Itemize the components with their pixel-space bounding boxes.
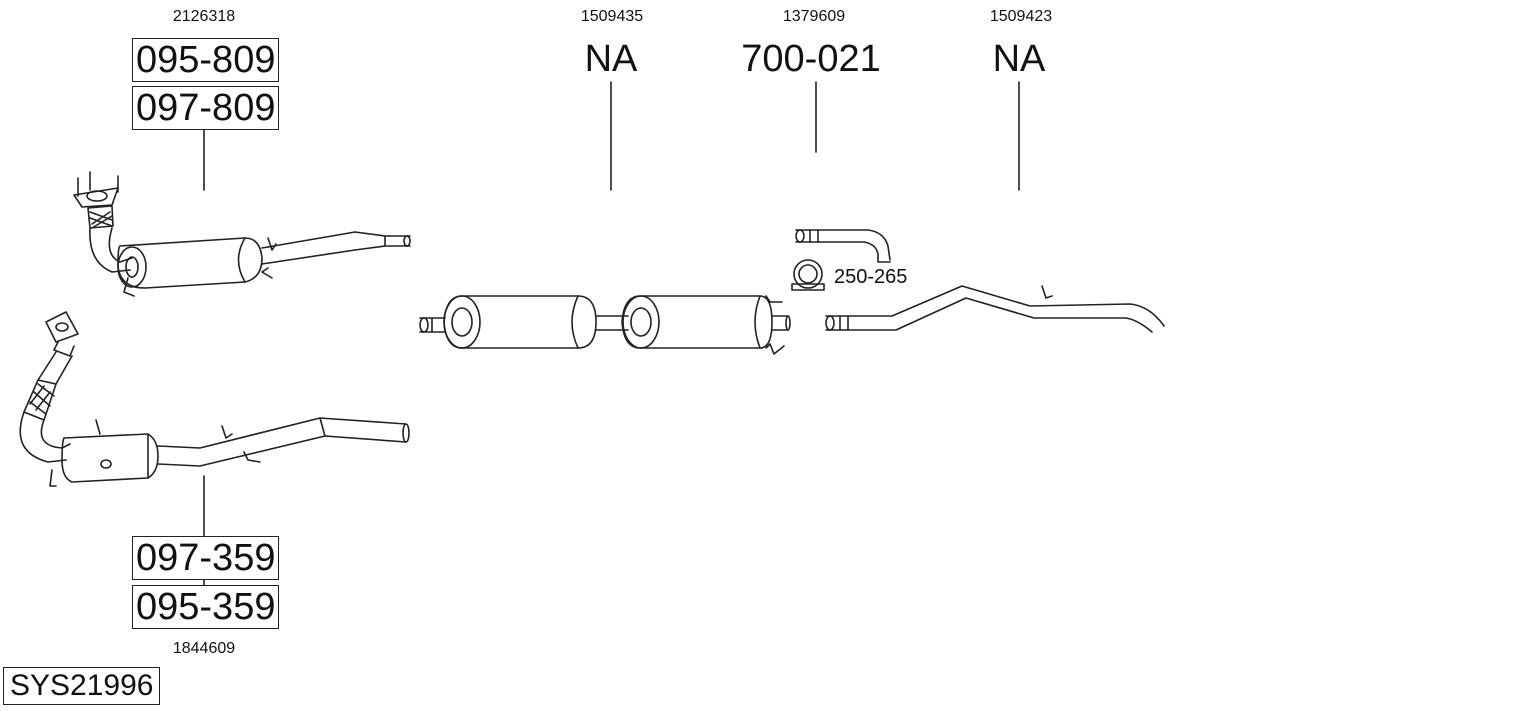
part-ref-rear: 1509423: [989, 8, 1053, 25]
part-code-rear[interactable]: NA: [992, 38, 1046, 80]
system-id-box: SYS21996: [3, 667, 161, 705]
part-code-box-front-top-2[interactable]: 097-809: [132, 86, 280, 130]
middle-assembly: [419, 295, 791, 355]
part-code-middle[interactable]: NA: [584, 38, 638, 80]
part-ref-tailpipe: 1379609: [782, 8, 846, 25]
front-top-assembly: [73, 171, 411, 297]
rear-assembly: [825, 285, 1165, 333]
part-code-box-front-top-1[interactable]: 095-809: [132, 38, 280, 82]
part-ref-front-bottom: 1844609: [172, 640, 236, 657]
part-code-box-front-bottom-1[interactable]: 097-359: [132, 536, 280, 580]
part-code-clamp[interactable]: 250-265: [834, 266, 908, 288]
part-ref-front-top: 2126318: [172, 8, 236, 25]
part-ref-middle: 1509435: [580, 8, 644, 25]
clamp: [791, 259, 825, 291]
part-code-box-front-bottom-2[interactable]: 095-359: [132, 585, 280, 629]
tailpipe-assembly: [795, 229, 891, 263]
part-code-tailpipe[interactable]: 700-021: [741, 38, 881, 80]
front-bottom-assembly: [19, 311, 410, 487]
